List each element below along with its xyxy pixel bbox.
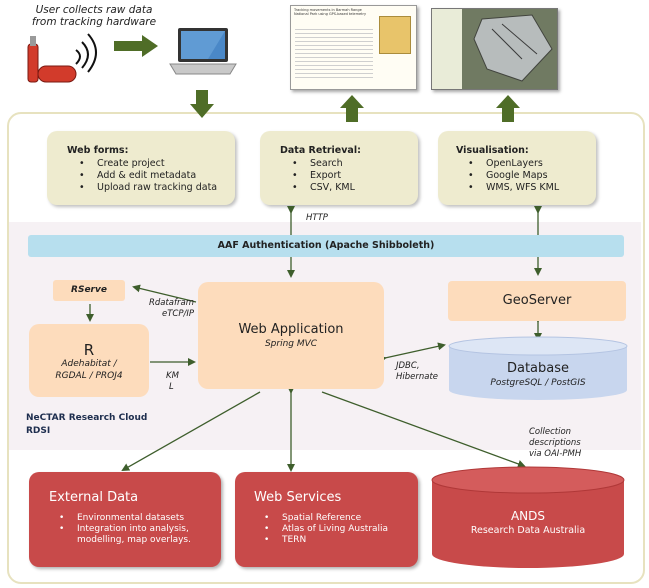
r-box: R Adehabitat / RGDAL / PROJ4	[29, 324, 149, 397]
tracking-hardware-icon	[27, 33, 97, 83]
ands-connector	[321, 391, 526, 468]
list-item: Create project	[79, 158, 235, 170]
collection-label-line3: via OAI-PMH	[529, 449, 582, 459]
rdataframe-label: Rdatafram eTCP/IP	[132, 298, 194, 320]
r-box-title: R	[83, 341, 95, 359]
arrow-up-icon	[496, 95, 520, 122]
web-services-title: Web Services	[254, 490, 342, 505]
document-thumbnail-title: Tracking movements in Barmah Range Natio…	[294, 8, 367, 16]
user-caption: User collects raw data from tracking har…	[14, 4, 174, 28]
nectar-label: NeCTAR Research Cloud RDSI	[26, 412, 147, 438]
database-subtitle: PostgreSQL / PostGIS	[490, 378, 586, 388]
data-retrieval-title: Data Retrieval:	[280, 145, 361, 156]
jdbc-label-line1: JDBC,	[396, 361, 420, 371]
geoserver-box: GeoServer	[448, 281, 626, 321]
ands-label: ANDS Research Data Australia	[431, 509, 625, 537]
visualisation-card: Visualisation: OpenLayers Google Maps WM…	[438, 131, 596, 205]
collection-label-line2: descriptions	[529, 438, 581, 448]
visualisation-title: Visualisation:	[456, 145, 529, 156]
kml-label-line2: L	[169, 382, 174, 392]
collection-label-line1: Collection	[529, 427, 572, 437]
ands-cylinder	[431, 466, 625, 568]
rdataframe-label-line2: eTCP/IP	[162, 309, 194, 319]
web-forms-title: Web forms:	[67, 145, 129, 156]
list-item: Atlas of Living Australia	[264, 524, 418, 535]
list-item: Search	[292, 158, 418, 170]
ands-title: ANDS	[510, 509, 546, 523]
document-thumbnail-text	[295, 26, 373, 81]
web-services-list: Spatial Reference Atlas of Living Austra…	[254, 513, 418, 546]
jdbc-label: JDBC, Hibernate	[396, 361, 438, 383]
document-thumbnail: Tracking movements in Barmah Range Natio…	[290, 5, 417, 90]
map-thumbnail	[431, 8, 558, 90]
collection-descriptions-label: Collection descriptions via OAI-PMH	[529, 427, 581, 460]
r-box-line2: RGDAL / PROJ4	[55, 371, 123, 381]
map-thumbnail-panel	[432, 9, 462, 89]
web-application-box: Web Application Spring MVC	[198, 282, 384, 389]
list-item: Integration into analysis, modelling, ma…	[59, 524, 221, 546]
jdbc-connector	[378, 342, 446, 364]
list-item: WMS, WFS KML	[468, 182, 596, 194]
list-item: Environmental datasets	[59, 513, 221, 524]
aaf-authentication-bar: AAF Authentication (Apache Shibboleth)	[28, 235, 624, 257]
web-forms-list: Create project Add & edit metadata Uploa…	[67, 158, 235, 194]
kml-label: KM L	[166, 371, 179, 393]
web-application-title: Web Application	[238, 322, 344, 337]
r-box-line1: Adehabitat /	[61, 359, 117, 369]
document-thumbnail-map	[379, 16, 411, 54]
list-item: Upload raw tracking data	[79, 182, 235, 194]
jdbc-label-line2: Hibernate	[396, 372, 439, 382]
list-item: Google Maps	[468, 170, 596, 182]
database-title: Database	[506, 361, 570, 376]
list-item: Spatial Reference	[264, 513, 418, 524]
list-item: CSV, KML	[292, 182, 418, 194]
rserve-box: RServe	[53, 280, 125, 301]
arrow-up-icon	[340, 95, 364, 122]
http-label: HTTP	[306, 213, 328, 223]
kml-label-line1: KM	[166, 371, 179, 381]
rserve-connector	[132, 284, 197, 303]
map-thumbnail-overlay	[462, 9, 557, 89]
user-caption-line1: User collects raw data	[35, 4, 153, 16]
data-retrieval-card: Data Retrieval: Search Export CSV, KML	[260, 131, 418, 205]
nectar-label-line2: RDSI	[26, 426, 51, 436]
external-data-box: External Data Environmental datasets Int…	[29, 472, 221, 567]
web-forms-card: Web forms: Create project Add & edit met…	[47, 131, 235, 205]
user-caption-line2: from tracking hardware	[31, 16, 157, 28]
web-application-subtitle: Spring MVC	[264, 339, 318, 349]
data-retrieval-list: Search Export CSV, KML	[280, 158, 418, 194]
list-item: Export	[292, 170, 418, 182]
arrow-right-icon	[114, 35, 158, 57]
external-data-connector	[121, 391, 261, 471]
arrow-down-icon	[190, 90, 214, 118]
external-data-title: External Data	[49, 490, 139, 505]
web-services-box: Web Services Spatial Reference Atlas of …	[235, 472, 418, 567]
visualisation-list: OpenLayers Google Maps WMS, WFS KML	[456, 158, 596, 194]
external-data-list: Environmental datasets Integration into …	[49, 513, 221, 546]
list-item: Add & edit metadata	[79, 170, 235, 182]
list-item: TERN	[264, 535, 418, 546]
database-cylinder	[448, 336, 628, 400]
nectar-label-line1: NeCTAR Research Cloud	[26, 413, 148, 423]
database-label: Database PostgreSQL / PostGIS	[448, 361, 628, 389]
laptop-icon	[169, 28, 237, 75]
list-item: OpenLayers	[468, 158, 596, 170]
ands-subtitle: Research Data Australia	[470, 525, 586, 536]
rdataframe-label-line1: Rdatafram	[148, 298, 194, 308]
